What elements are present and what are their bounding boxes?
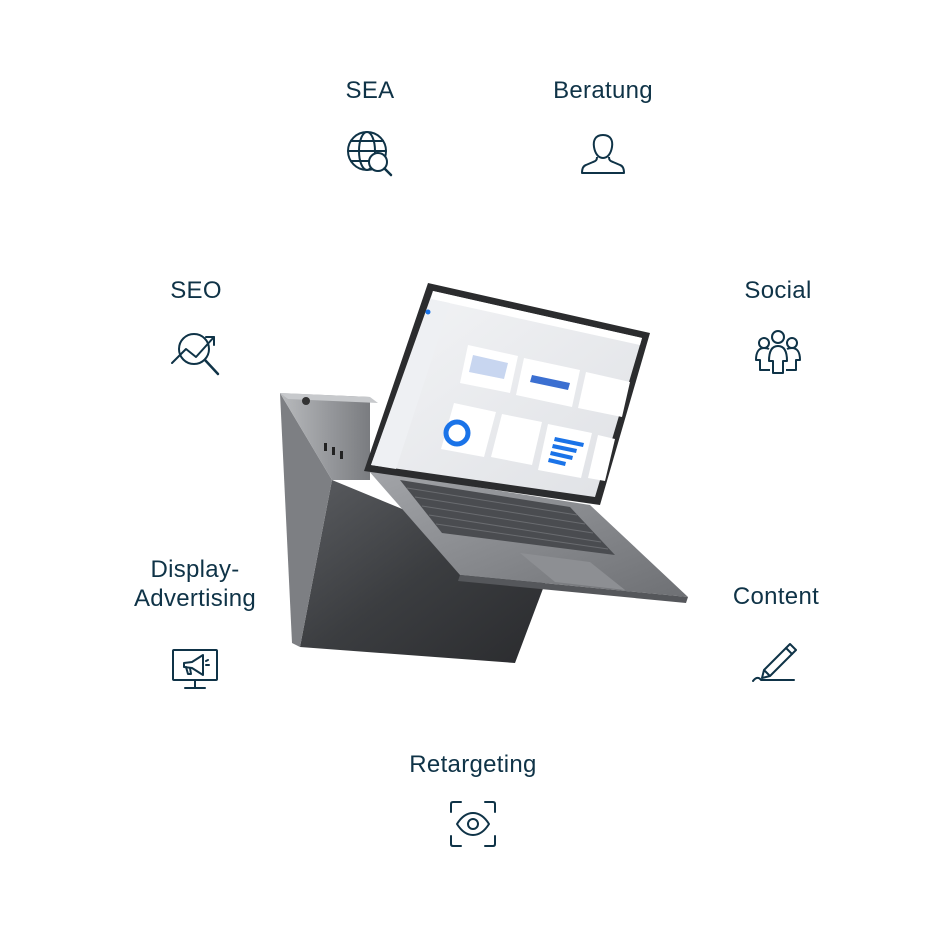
person-icon: [581, 134, 625, 174]
trend-search-icon: [171, 333, 220, 376]
eye-focus-icon: [450, 801, 496, 847]
service-label-retargeting: Retargeting: [409, 751, 537, 778]
pencil-icon: [752, 643, 797, 682]
service-sea: SEA: [330, 76, 410, 179]
service-content: Content: [720, 582, 832, 685]
service-beratung: Beratung: [540, 76, 666, 179]
service-label-beratung: Beratung: [553, 77, 653, 104]
service-display-advertising: Display- Advertising: [114, 555, 276, 693]
service-retargeting: Retargeting: [392, 750, 554, 849]
service-label-content: Content: [732, 583, 820, 610]
service-social: Social: [728, 276, 828, 379]
service-label-display-advertising: Display- Advertising: [133, 556, 257, 612]
globe-search-icon: [347, 131, 393, 177]
service-seo: SEO: [156, 276, 236, 379]
laptop-analytics-image: [280, 283, 688, 663]
people-group-icon: [755, 330, 801, 374]
service-label-social: Social: [744, 277, 812, 304]
service-label-seo: SEO: [170, 277, 222, 304]
service-label-sea: SEA: [345, 77, 395, 104]
monitor-megaphone-icon: [172, 649, 218, 689]
